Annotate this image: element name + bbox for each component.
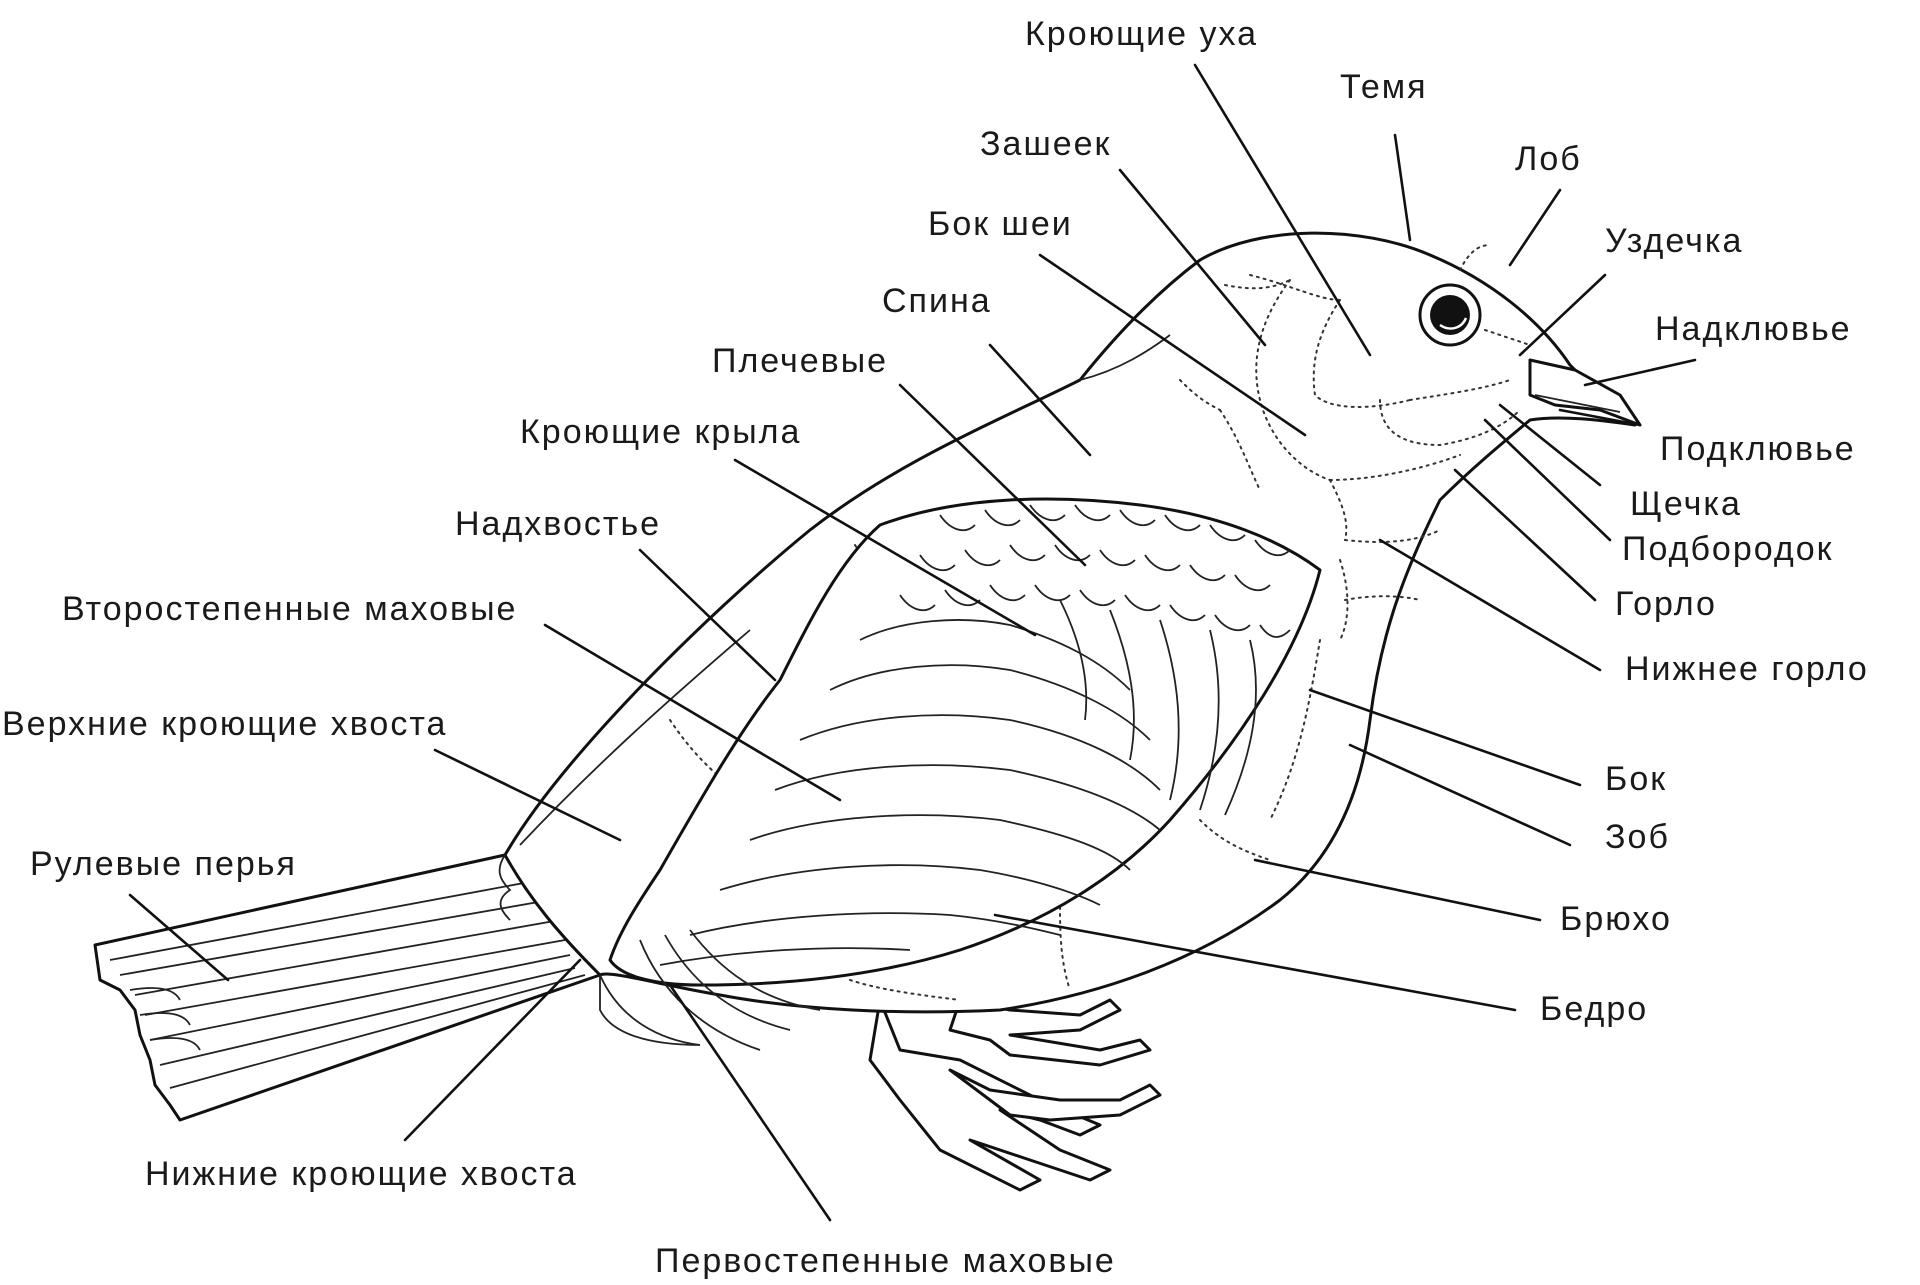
label-rump: Надхвостье	[455, 505, 661, 543]
legs	[870, 1000, 1160, 1190]
label-rectrices: Рулевые перья	[30, 845, 297, 883]
label-thigh: Бедро	[1540, 990, 1648, 1028]
label-under-tail-coverts: Нижние кроющие хвоста	[145, 1155, 578, 1193]
label-belly: Брюхо	[1560, 900, 1672, 938]
label-flank: Бок	[1605, 760, 1667, 798]
label-upper-mandible: Надклювье	[1655, 310, 1852, 348]
label-primaries: Первостепенные маховые	[655, 1242, 1116, 1280]
label-back: Спина	[882, 282, 992, 320]
label-wing-coverts: Кроющие крыла	[520, 413, 801, 451]
label-scapulars: Плечевые	[712, 342, 888, 380]
tail	[95, 855, 600, 1120]
eye	[1420, 285, 1480, 345]
label-chin: Подбородок	[1622, 530, 1834, 568]
label-throat: Горло	[1615, 585, 1717, 623]
label-lower-throat: Нижнее горло	[1625, 650, 1869, 688]
label-forehead: Лоб	[1515, 140, 1582, 178]
label-upper-tail-coverts: Верхние кроющие хвоста	[2, 705, 447, 743]
label-ear-coverts: Кроющие уха	[1025, 15, 1258, 53]
label-nape: Зашеек	[980, 125, 1111, 163]
label-cheek: Щечка	[1630, 485, 1742, 523]
label-secondaries: Второстепенные маховые	[62, 590, 517, 628]
label-side-of-neck: Бок шеи	[928, 205, 1073, 243]
label-crop: Зоб	[1605, 818, 1670, 856]
label-lore: Уздечка	[1605, 222, 1743, 260]
label-crown: Темя	[1340, 68, 1428, 106]
label-lower-mandible: Подклювье	[1660, 430, 1856, 468]
